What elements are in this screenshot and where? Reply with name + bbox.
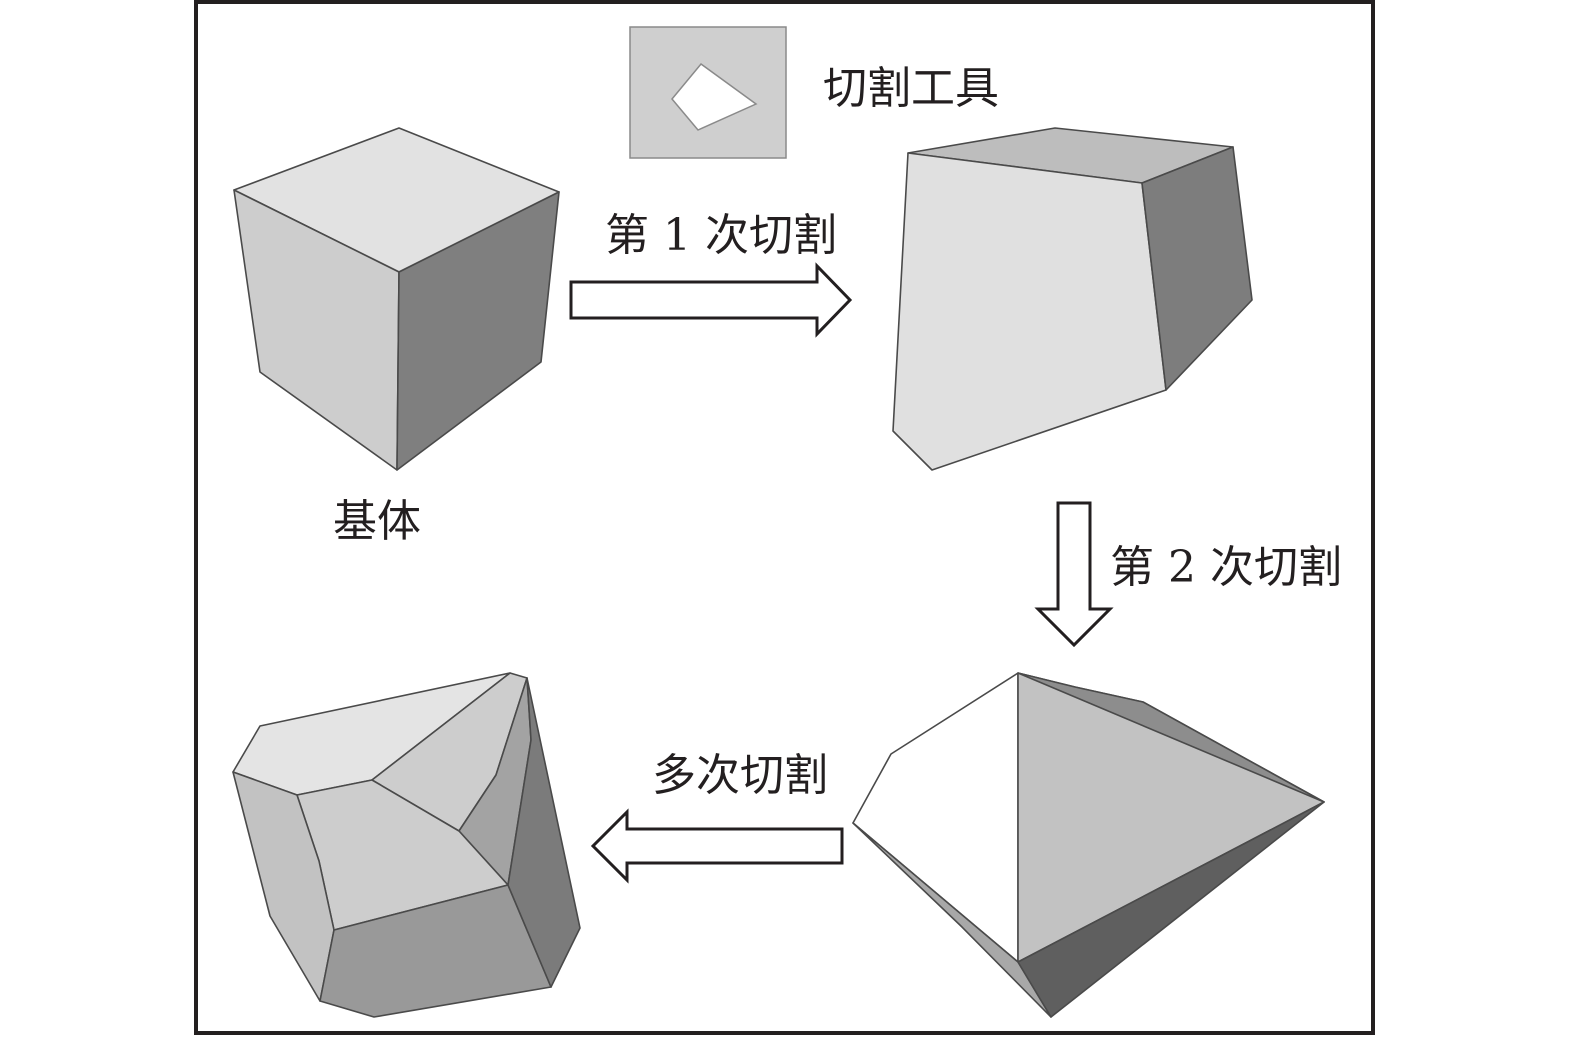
first-cut-arrow <box>569 262 853 338</box>
multiple-cuts-label: 多次切割 <box>652 750 828 801</box>
multiple-cuts-arrow <box>590 808 844 884</box>
shape-after-multiple-cuts <box>232 672 581 1018</box>
shape-after-second-cut <box>852 672 1325 1018</box>
first-cut-label: 第 1 次切割 <box>605 210 837 261</box>
second-cut-arrow <box>1034 501 1114 648</box>
diagram-frame <box>194 0 1375 1035</box>
cutting-tool-label: 切割工具 <box>823 63 999 114</box>
shape-after-first-cut <box>892 127 1253 471</box>
cutting-tool-icon <box>629 26 787 159</box>
base-body-label: 基体 <box>333 496 421 547</box>
base-cube <box>233 127 560 471</box>
second-cut-label: 第 2 次切割 <box>1110 542 1342 593</box>
